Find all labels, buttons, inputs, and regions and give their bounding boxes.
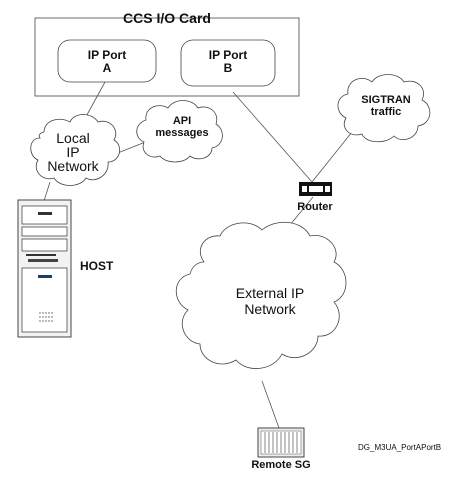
ccs-io-card	[34, 17, 300, 97]
api-messages-label: API messages	[146, 115, 218, 139]
router-label: Router	[297, 201, 333, 213]
local-ip-network-cloud	[30, 114, 121, 186]
host-label: HOST	[80, 259, 114, 273]
local-network-label: Local IP Network	[38, 131, 108, 173]
api-messages-cloud	[136, 100, 223, 163]
ip-port-a	[57, 39, 157, 83]
sigtran-traffic-label: SIGTRAN traffic	[346, 94, 426, 118]
api-messages-line2: messages	[155, 126, 209, 139]
ip-port-b	[180, 39, 276, 87]
external-network-line2: Network	[244, 301, 296, 318]
remote-sg-label: Remote SG	[251, 459, 311, 471]
link-local-host	[43, 181, 51, 202]
sigtran-traffic-line1: SIGTRAN	[361, 94, 411, 106]
port-a-name: IP Port	[87, 48, 127, 62]
external-network-label: External IP Network	[210, 285, 330, 317]
figure-id: DG_M3UA_PortAPortB	[358, 443, 442, 452]
api-messages-line1: API	[172, 115, 192, 127]
port-b-letter: B	[223, 60, 233, 75]
link-router-sigtran-cloud	[311, 126, 357, 183]
ccs-io-card-title: CCS I/O Card	[123, 10, 211, 26]
local-network-line3: Network	[47, 158, 99, 174]
port-a-label: IP Port A	[58, 49, 156, 74]
signaling-gateway-icon	[257, 427, 305, 458]
port-b-name: IP Port	[208, 48, 248, 62]
link-portb-router	[232, 91, 313, 183]
router-icon	[299, 182, 332, 196]
local-network-line2: IP	[66, 144, 80, 160]
port-a-letter: A	[102, 60, 112, 75]
sigtran-traffic-cloud	[337, 74, 431, 143]
local-network-line1: Local	[56, 130, 90, 146]
external-ip-network-cloud	[175, 222, 347, 369]
link-external-remote-sg	[261, 380, 280, 429]
sigtran-traffic-line2: traffic	[370, 105, 402, 118]
port-b-label: IP Port B	[181, 49, 275, 74]
external-network-line1: External IP	[235, 285, 305, 301]
server-tower-icon	[17, 199, 72, 338]
